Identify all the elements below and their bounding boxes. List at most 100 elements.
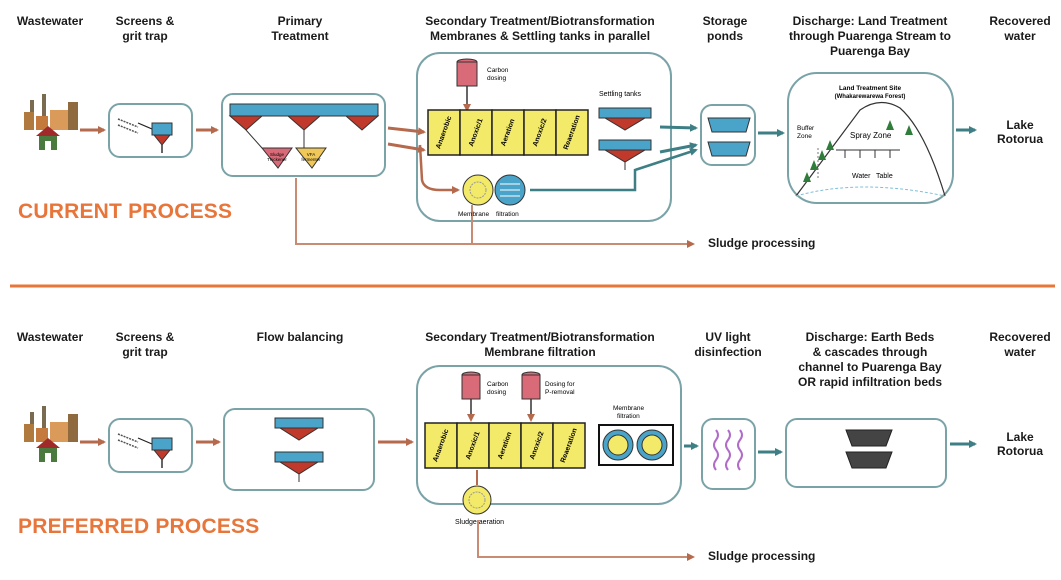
membrane-filtration-preferred bbox=[598, 424, 674, 466]
lake-line: Lake bbox=[1006, 430, 1034, 444]
header-line: OR rapid infiltration beds bbox=[797, 375, 942, 389]
stage-block bbox=[555, 109, 589, 156]
stage-block bbox=[552, 422, 586, 469]
flow-balancing-icon bbox=[274, 417, 324, 482]
header-line: disinfection bbox=[694, 345, 762, 359]
header-line: Primary bbox=[277, 14, 323, 28]
membrane-filtration-current bbox=[462, 174, 526, 206]
vfa-label-2: fermenter bbox=[301, 157, 321, 162]
lake-rotorua-current: Lake Rotorua bbox=[990, 118, 1050, 146]
header-line: Storage bbox=[702, 14, 748, 28]
carbon-dosing-tank-preferred bbox=[461, 371, 481, 422]
water-table-label-2: Table bbox=[876, 173, 893, 180]
header-line: water bbox=[1004, 29, 1036, 43]
header-discharge-current: Discharge: Land Treatment through Puaren… bbox=[775, 14, 965, 59]
header-line: Flow balancing bbox=[256, 330, 344, 344]
screen-grit-icon-current bbox=[117, 118, 173, 153]
header-line: Recovered bbox=[989, 14, 1051, 28]
stage-block bbox=[488, 422, 522, 469]
header-line: Membranes & Settling tanks in parallel bbox=[429, 29, 651, 43]
buffer-zone-label: Buffer bbox=[797, 125, 815, 132]
header-line: Screens & bbox=[115, 330, 175, 344]
stage-block bbox=[491, 109, 525, 156]
header-discharge-preferred: Discharge: Earth Beds & cascades through… bbox=[780, 330, 960, 390]
header-secondary-current: Secondary Treatment/Biotransformation Me… bbox=[400, 14, 680, 44]
header-storage-current: Storage ponds bbox=[690, 14, 760, 44]
header-line: Secondary Treatment/Biotransformation bbox=[425, 330, 655, 344]
land-box-current bbox=[787, 72, 954, 204]
current-process-title: CURRENT PROCESS bbox=[18, 200, 233, 223]
header-screens-current: Screens & grit trap bbox=[100, 14, 190, 44]
lake-line: Lake bbox=[1006, 118, 1034, 132]
lake-rotorua-preferred: Lake Rotorua bbox=[990, 430, 1050, 458]
header-recovered-current: Recovered water bbox=[980, 14, 1060, 44]
header-line: Secondary Treatment/Biotransformation bbox=[425, 14, 655, 28]
screens-box-preferred bbox=[108, 418, 193, 473]
membrane-label-current: Membrane bbox=[458, 211, 489, 218]
stage-block bbox=[424, 422, 458, 469]
carbon-dosing-label-current: Carbon bbox=[487, 67, 509, 74]
header-line: ponds bbox=[707, 29, 743, 43]
land-site-title: Land Treatment Site bbox=[839, 85, 902, 92]
wastewater-icon-current bbox=[24, 94, 78, 150]
arrow-settling-storage-2 bbox=[659, 142, 698, 154]
header-line: water bbox=[1004, 345, 1036, 359]
header-flow-preferred: Flow balancing bbox=[235, 330, 365, 345]
header-line: grit trap bbox=[122, 345, 168, 359]
water-table-label: Water bbox=[852, 173, 871, 180]
earth-beds-icon bbox=[845, 429, 893, 469]
header-line: UV light bbox=[705, 330, 751, 344]
carbon-dosing-label-preferred-2: dosing bbox=[487, 389, 507, 396]
carbon-dosing-label-preferred: Carbon bbox=[487, 381, 509, 388]
arrow-membrane-storage bbox=[530, 148, 698, 192]
wastewater-icon-preferred bbox=[24, 406, 78, 462]
header-line: channel to Puarenga Bay bbox=[798, 360, 942, 374]
header-uv-preferred: UV light disinfection bbox=[688, 330, 768, 360]
lake-line: Rotorua bbox=[997, 132, 1043, 146]
stage-block bbox=[520, 422, 554, 469]
arrow-sludge-preferred bbox=[477, 520, 695, 561]
p-removal-label-2: P-removal bbox=[545, 389, 575, 396]
p-removal-label: Dosing for bbox=[545, 381, 575, 388]
stage-block bbox=[456, 422, 490, 469]
header-line: through Puarenga Stream to bbox=[788, 29, 952, 43]
membrane-label-preferred-2: filtration bbox=[617, 413, 640, 420]
arrow-primary-secondary-2 bbox=[387, 142, 426, 153]
carbon-dosing-label-current-2: dosing bbox=[487, 75, 507, 82]
sludge-aeration-label: Sludge aeration bbox=[455, 519, 504, 526]
uv-waves-icon bbox=[713, 429, 743, 471]
carbon-dosing-tank-current bbox=[456, 58, 478, 112]
membrane-label-current-2: filtration bbox=[496, 211, 519, 218]
header-secondary-preferred: Secondary Treatment/Biotransformation Me… bbox=[400, 330, 680, 360]
land-treatment-site-illustration bbox=[795, 101, 946, 197]
settling-tanks-icon bbox=[598, 107, 652, 170]
screens-box-current bbox=[108, 103, 193, 158]
arrow-sludge-current bbox=[295, 178, 695, 248]
sludge-thickener-label: Sludge bbox=[270, 152, 285, 157]
sludge-aeration-icon bbox=[462, 470, 492, 515]
header-primary-current: Primary Treatment bbox=[240, 14, 360, 44]
spray-zone-label: Spray Zone bbox=[850, 131, 892, 140]
header-line: grit trap bbox=[122, 29, 168, 43]
header-wastewater-current: Wastewater bbox=[10, 14, 90, 29]
lake-line: Rotorua bbox=[997, 444, 1043, 458]
preferred-process-title: PREFERRED PROCESS bbox=[18, 515, 260, 538]
header-line: Wastewater bbox=[16, 330, 84, 344]
stage-block bbox=[427, 109, 461, 156]
primary-clarifiers-icon bbox=[228, 103, 380, 169]
p-removal-dosing-tank bbox=[521, 371, 541, 422]
sludge-thickener-label-2: Thickener bbox=[267, 157, 287, 162]
storage-ponds-icon bbox=[707, 117, 751, 157]
header-line: Treatment bbox=[271, 29, 329, 43]
header-line: Wastewater bbox=[16, 14, 84, 28]
header-line: Discharge: Land Treatment bbox=[792, 14, 948, 28]
vfa-label: VFA bbox=[307, 152, 316, 157]
header-line: Screens & bbox=[115, 14, 175, 28]
buffer-zone-label-2: Zone bbox=[797, 133, 812, 140]
header-recovered-preferred: Recovered water bbox=[980, 330, 1060, 360]
settling-tanks-label: Settling tanks bbox=[599, 91, 642, 98]
header-line: Discharge: Earth Beds bbox=[805, 330, 935, 344]
